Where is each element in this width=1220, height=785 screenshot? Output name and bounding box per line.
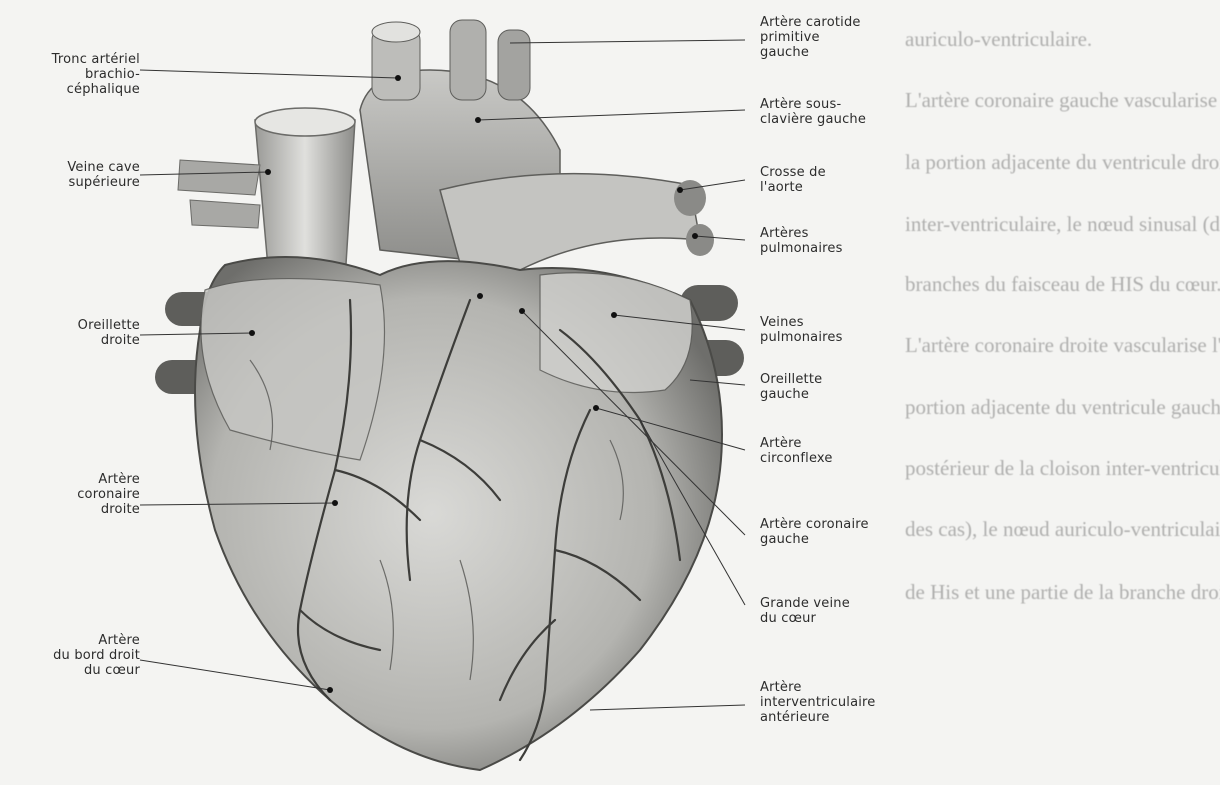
label-arteres-pulmonaires: Artères pulmonaires — [760, 226, 843, 256]
label-oreillette-gauche: Oreillette gauche — [760, 372, 822, 402]
label-grande-veine: Grande veine du cœur — [760, 596, 850, 626]
label-bord-droit: Artère du bord droit du cœur — [0, 633, 140, 678]
label-interventriculaire: Artère interventriculaire antérieure — [760, 680, 876, 725]
label-veines-pulmonaires: Veines pulmonaires — [760, 315, 843, 345]
label-tronc-arteriel: Tronc artériel brachio- céphalique — [20, 52, 140, 97]
label-veine-cave: Veine cave supérieure — [20, 160, 140, 190]
subclavian-artery — [450, 20, 486, 100]
label-coronaire-gauche: Artère coronaire gauche — [760, 517, 869, 547]
label-oreillette-droite: Oreillette droite — [20, 318, 140, 348]
label-circonflexe: Artère circonflexe — [760, 436, 833, 466]
label-carotide: Artère carotide primitive gauche — [760, 15, 861, 60]
label-coronaire-droite: Artère coronaire droite — [20, 472, 140, 517]
label-crosse-aorte: Crosse de l'aorte — [760, 165, 826, 195]
label-sous-claviere: Artère sous- clavière gauche — [760, 97, 866, 127]
